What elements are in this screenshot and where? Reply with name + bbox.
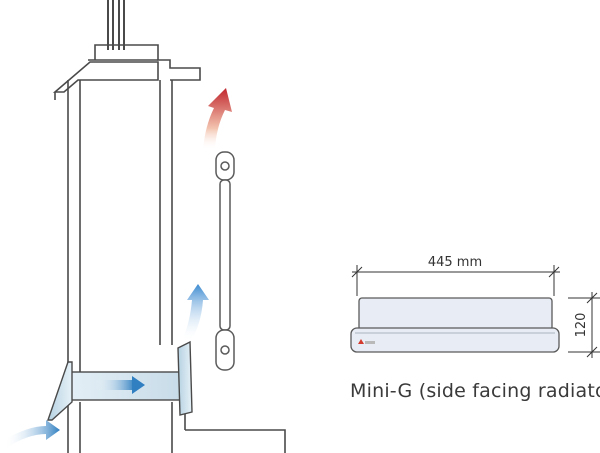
curved-arrow-up-blue-icon: [183, 284, 209, 342]
radiator-dimension-drawing: 445 mm 120: [350, 255, 600, 358]
radiator-body-base: [350, 327, 560, 353]
building-section: [52, 0, 286, 453]
width-dimension: [351, 265, 560, 296]
curved-arrow-in-blue-icon: [4, 420, 60, 448]
diagram-caption: Mini-G (side facing radiator): [350, 380, 600, 402]
radiator-side-view: [215, 151, 235, 371]
radiator-body-top: [358, 297, 553, 331]
straight-arrow-right-blue-icon: [95, 376, 145, 394]
curved-arrow-up-red-icon: [203, 88, 232, 150]
height-label: 120: [574, 313, 589, 338]
air-duct: [47, 340, 193, 421]
width-label: 445 mm: [428, 255, 482, 270]
brand-badge: [358, 339, 375, 344]
height-dimension: [568, 292, 600, 358]
